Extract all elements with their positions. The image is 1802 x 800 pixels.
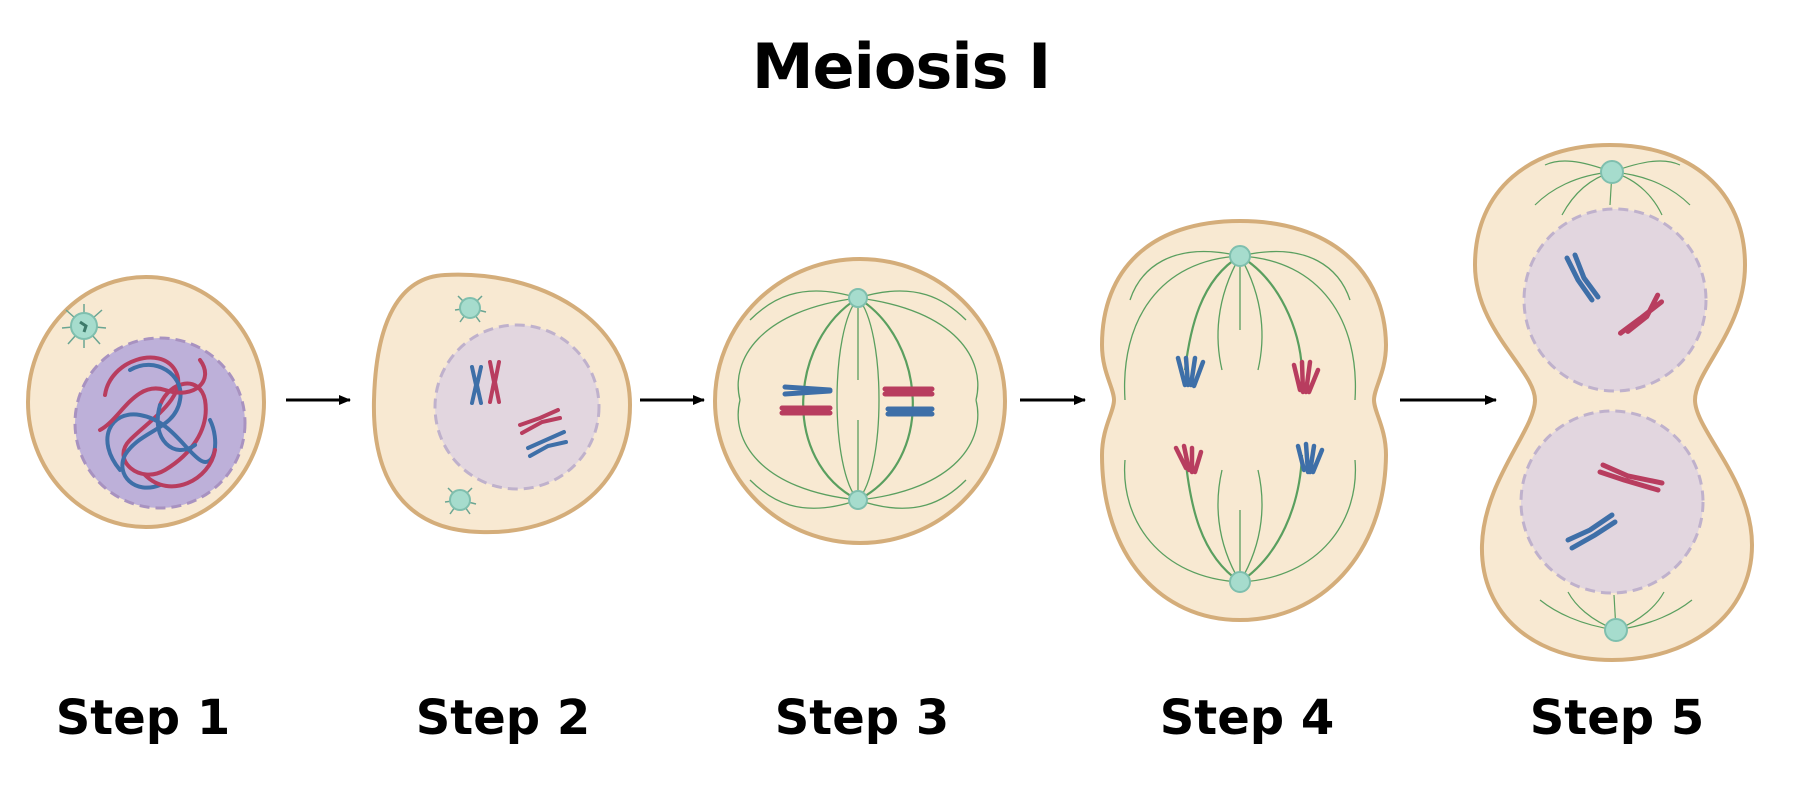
step-2-cell (371, 272, 633, 535)
step-4-cell (1099, 218, 1389, 623)
step-1-cell (26, 275, 266, 529)
centrosome (1229, 245, 1251, 267)
diagram-title: Meiosis I (751, 30, 1051, 103)
centrosome (848, 288, 868, 308)
centrosome (848, 490, 868, 510)
chromosomes (470, 360, 568, 458)
chromatin (98, 355, 218, 490)
spindle-fibers (737, 290, 979, 509)
chromosomes (1564, 252, 1665, 551)
centrosome (1604, 618, 1628, 642)
step-3-cell (713, 257, 1007, 545)
nucleus-lower (1519, 409, 1705, 595)
centrosome (444, 487, 477, 515)
step-2-label: Step 2 (415, 690, 591, 746)
centrosome (61, 304, 107, 348)
step-5-label: Step 5 (1529, 690, 1705, 746)
nucleus-upper (1522, 207, 1708, 393)
nucleus (433, 323, 601, 491)
centrosome (454, 295, 487, 323)
centrosome (1229, 571, 1251, 593)
step-5-cell (1472, 142, 1755, 663)
step-1-label: Step 1 (55, 690, 231, 746)
chromosomes (779, 384, 935, 417)
centrosome (1600, 160, 1624, 184)
step-4-label: Step 4 (1159, 690, 1335, 746)
step-3-label: Step 3 (774, 690, 950, 746)
spindle-fibers (1123, 251, 1357, 583)
chromosomes (1173, 355, 1325, 475)
